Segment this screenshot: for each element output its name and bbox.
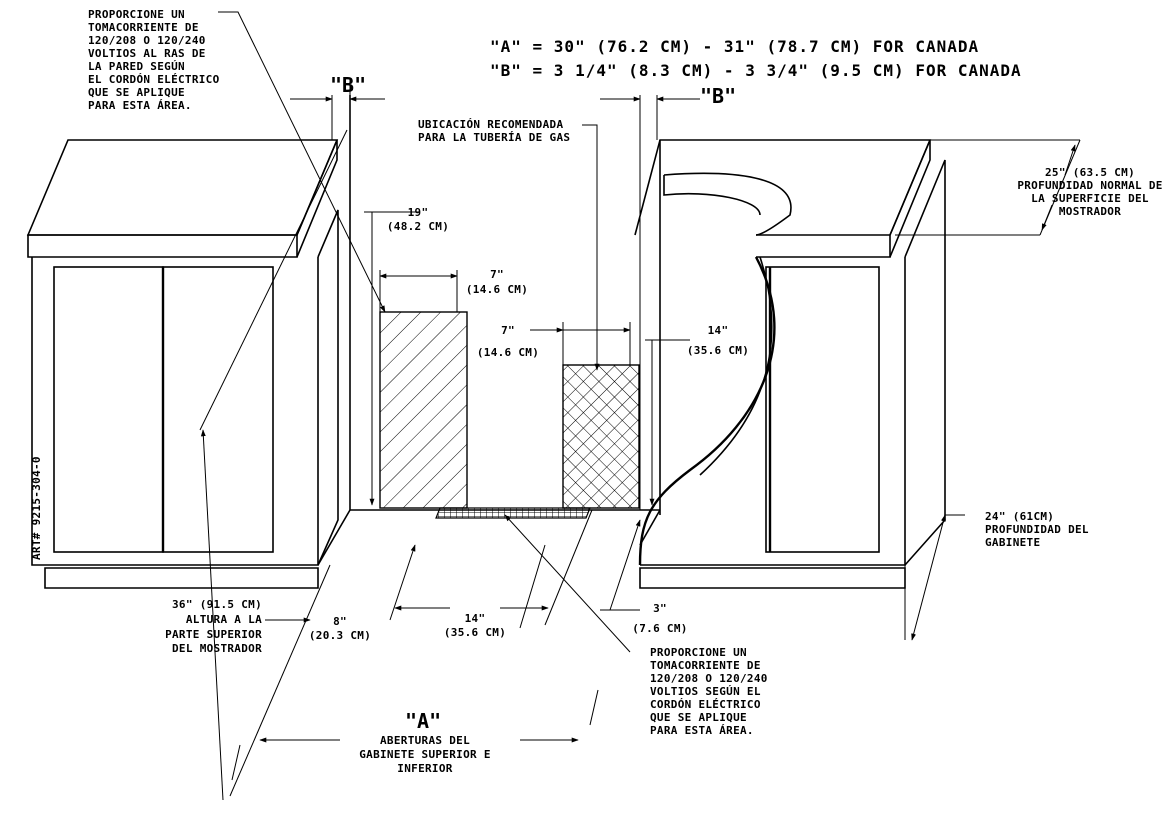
gas-pipe-note: UBICACIÓN RECOMENDADA PARA LA TUBERÍA DE… (418, 118, 570, 144)
floor-outlet-note: PROPORCIONE UN TOMACORRIENTE DE 120/208 … (650, 646, 768, 737)
svg-text:LA SUPERFICIE DEL: LA SUPERFICIE DEL (1031, 192, 1149, 205)
svg-text:VOLTIOS AL RAS DE: VOLTIOS AL RAS DE (88, 47, 206, 60)
svg-text:120/208 O 120/240: 120/208 O 120/240 (88, 34, 206, 47)
svg-text:(35.6 CM): (35.6 CM) (444, 626, 506, 639)
svg-text:24" (61CM): 24" (61CM) (985, 510, 1054, 523)
label-b-right: "B" (700, 84, 736, 108)
label-a: "A" (405, 709, 441, 733)
svg-text:PARA ESTA ÁREA.: PARA ESTA ÁREA. (88, 99, 192, 112)
label-b-left: "B" (330, 73, 366, 97)
dim-7-mid: 7" (501, 324, 515, 337)
svg-text:UBICACIÓN RECOMENDADA: UBICACIÓN RECOMENDADA (418, 118, 563, 131)
svg-text:GABINETE: GABINETE (985, 536, 1040, 549)
svg-text:TOMACORRIENTE DE: TOMACORRIENTE DE (88, 21, 199, 34)
svg-text:PARA LA TUBERÍA DE GAS: PARA LA TUBERÍA DE GAS (418, 131, 570, 144)
svg-text:(48.2 CM): (48.2 CM) (387, 220, 449, 233)
svg-text:(7.6 CM): (7.6 CM) (632, 622, 687, 635)
header-notes: "A" = 30" (76.2 CM) - 31" (78.7 CM) FOR … (490, 37, 1022, 80)
floor-outlet-area (435, 507, 591, 519)
left-cabinet (26, 139, 339, 589)
svg-text:QUE SE APLIQUE: QUE SE APLIQUE (88, 86, 185, 99)
leader-lines (199, 11, 631, 653)
svg-text:PARA ESTA ÁREA.: PARA ESTA ÁREA. (650, 724, 754, 737)
wall-outlet-note: PROPORCIONE UN TOMACORRIENTE DE 120/208 … (88, 8, 220, 112)
svg-text:GABINETE SUPERIOR E: GABINETE SUPERIOR E (359, 748, 491, 761)
svg-text:(35.6 CM): (35.6 CM) (687, 344, 749, 357)
svg-text:ABERTURAS DEL: ABERTURAS DEL (380, 734, 470, 747)
svg-text:25" (63.5 CM): 25" (63.5 CM) (1045, 166, 1135, 179)
art-number: ART# 9215-304-0 (30, 456, 43, 560)
dimension-lines (200, 80, 1081, 801)
svg-text:PARTE SUPERIOR: PARTE SUPERIOR (165, 628, 262, 641)
svg-text:ALTURA A LA: ALTURA A LA (186, 613, 262, 626)
dim-7-top: 7" (490, 268, 504, 281)
svg-text:PROPORCIONE UN: PROPORCIONE UN (88, 8, 185, 21)
svg-text:(14.6 CM): (14.6 CM) (466, 283, 528, 296)
dim-3: 3" (653, 602, 667, 615)
svg-text:MOSTRADOR: MOSTRADOR (1059, 205, 1121, 218)
svg-text:120/208 O 120/240: 120/208 O 120/240 (650, 672, 768, 685)
svg-text:PROFUNDIDAD NORMAL DE: PROFUNDIDAD NORMAL DE (1017, 179, 1162, 192)
opening-note: ABERTURAS DEL GABINETE SUPERIOR E INFERI… (359, 734, 491, 775)
svg-text:EL CORDÓN ELÉCTRICO: EL CORDÓN ELÉCTRICO (88, 73, 220, 86)
dim-19: 19" (408, 206, 429, 219)
svg-text:INFERIOR: INFERIOR (397, 762, 452, 775)
svg-text:PROPORCIONE UN: PROPORCIONE UN (650, 646, 747, 659)
countertop-depth-note: 25" (63.5 CM) PROFUNDIDAD NORMAL DE LA S… (1017, 166, 1162, 218)
dim-14-right: 14" (708, 324, 729, 337)
dim-14-bottom: 14" (465, 612, 486, 625)
svg-text:QUE SE APLIQUE: QUE SE APLIQUE (650, 711, 747, 724)
svg-text:PROFUNDIDAD DEL: PROFUNDIDAD DEL (985, 523, 1089, 536)
svg-text:CORDÓN ELÉCTRICO: CORDÓN ELÉCTRICO (650, 698, 761, 711)
note-b-canada: "B" = 3 1/4" (8.3 CM) - 3 3/4" (9.5 CM) … (490, 61, 1022, 80)
svg-text:36" (91.5 CM): 36" (91.5 CM) (172, 598, 262, 611)
svg-text:DEL MOSTRADOR: DEL MOSTRADOR (172, 642, 262, 655)
svg-text:LA PARED SEGÚN: LA PARED SEGÚN (88, 60, 185, 73)
wall-outlet-area (379, 311, 468, 509)
svg-text:(14.6 CM): (14.6 CM) (477, 346, 539, 359)
gas-pipe-area (562, 364, 640, 509)
note-a-canada: "A" = 30" (76.2 CM) - 31" (78.7 CM) FOR … (490, 37, 979, 56)
right-cabinet (634, 139, 946, 589)
cabinet-depth-note: 24" (61CM) PROFUNDIDAD DEL GABINETE (985, 510, 1089, 549)
counter-height-note: 36" (91.5 CM) ALTURA A LA PARTE SUPERIOR… (165, 598, 262, 655)
svg-text:TOMACORRIENTE DE: TOMACORRIENTE DE (650, 659, 761, 672)
svg-text:(20.3 CM): (20.3 CM) (309, 629, 371, 642)
dimension-labels: 19" (48.2 CM) 7" (14.6 CM) 7" (14.6 CM) … (309, 206, 749, 642)
svg-text:VOLTIOS SEGÚN EL: VOLTIOS SEGÚN EL (650, 685, 761, 698)
dim-8: 8" (333, 615, 347, 628)
